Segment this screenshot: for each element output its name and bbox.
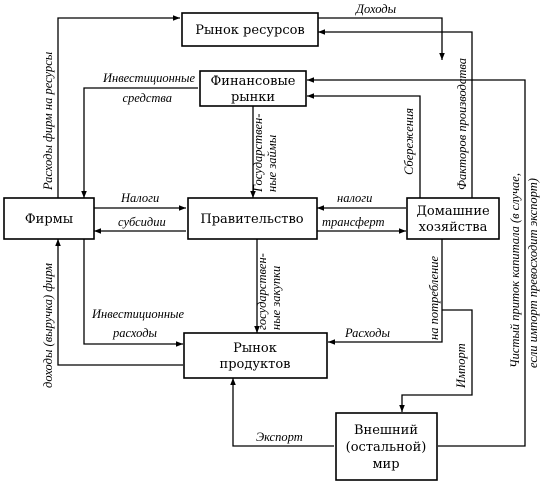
arrow-firm-revenue — [55, 239, 183, 366]
label-taxes-households: налоги — [337, 191, 372, 205]
label-firm-resource-spending: Расходы фирм на ресурсы — [41, 51, 55, 191]
households-label-line1: Домашние — [416, 204, 490, 219]
label-state-purchases-line2: ные закупки — [269, 266, 283, 330]
label-state-loans-line1: Государствен- — [251, 114, 265, 193]
arrow-household-spending — [328, 239, 443, 345]
label-import: Импорт — [454, 343, 468, 389]
arrow-savings — [307, 93, 421, 198]
product-market-label-line1: Рынок — [233, 341, 277, 356]
foreign-world-label-line2: (остальной) — [346, 440, 427, 455]
financial-markets-label-line2: рынки — [231, 90, 275, 105]
label-production-factors: Факторов производства — [455, 58, 469, 190]
foreign-world-box: Внешний (остальной) мир — [335, 412, 438, 481]
flow-labels: Доходы Расходы фирм на ресурсы Факторов … — [41, 2, 540, 444]
arrow-net-capital-inflow — [307, 77, 526, 447]
arrow-investment-funds — [81, 87, 198, 198]
foreign-world-label-line3: мир — [372, 457, 399, 472]
resource-market-box: Рынок ресурсов — [181, 12, 319, 47]
label-net-capital-inflow-line2: если импорт превосходит экспорт) — [526, 178, 540, 368]
arrow-import — [399, 309, 473, 412]
label-income: Доходы — [355, 2, 397, 16]
label-state-loans-line2: ные займы — [265, 134, 279, 192]
arrow-production-factors — [318, 29, 473, 198]
label-investment-funds-line1: Инвестиционные — [102, 71, 195, 85]
label-taxes-firms: Налоги — [120, 191, 159, 205]
flow-lines — [55, 15, 526, 447]
label-transfer: трансферт — [322, 215, 385, 229]
label-net-capital-inflow-line1: Чистый приток капитала (в случае, — [508, 173, 522, 368]
label-consumption: на потребление — [427, 256, 441, 340]
government-label: Правительство — [200, 212, 303, 227]
arrow-income — [318, 17, 445, 60]
label-investment-spending-line2: расходы — [112, 326, 158, 340]
resource-market-label: Рынок ресурсов — [195, 23, 305, 38]
label-investment-spending-line1: Инвестиционные — [91, 307, 184, 321]
label-state-purchases-line1: государствен- — [255, 253, 269, 330]
label-subsidies: субсидии — [118, 215, 166, 229]
label-household-spending: Расходы — [344, 326, 390, 340]
financial-markets-label-line1: Финансовые — [210, 74, 295, 89]
households-label-line2: хозяйства — [419, 220, 488, 235]
label-export: Экспорт — [256, 430, 303, 444]
households-box: Домашние хозяйства — [406, 197, 500, 240]
arrow-investment-spending — [83, 239, 183, 347]
arrow-firm-resource-spending — [57, 15, 180, 198]
firms-label: Фирмы — [25, 212, 73, 227]
label-firm-revenue: доходы (выручка) фирм — [41, 263, 55, 388]
government-box: Правительство — [187, 197, 318, 240]
firms-box: Фирмы — [3, 197, 95, 240]
product-market-label-line2: продуктов — [220, 357, 291, 372]
arrow-export — [230, 378, 334, 447]
product-market-box: Рынок продуктов — [183, 332, 328, 379]
financial-markets-box: Финансовые рынки — [199, 70, 307, 107]
label-savings: Сбережения — [402, 108, 416, 175]
foreign-world-label-line1: Внешний — [354, 423, 418, 438]
label-investment-funds-line2: средства — [122, 91, 172, 105]
